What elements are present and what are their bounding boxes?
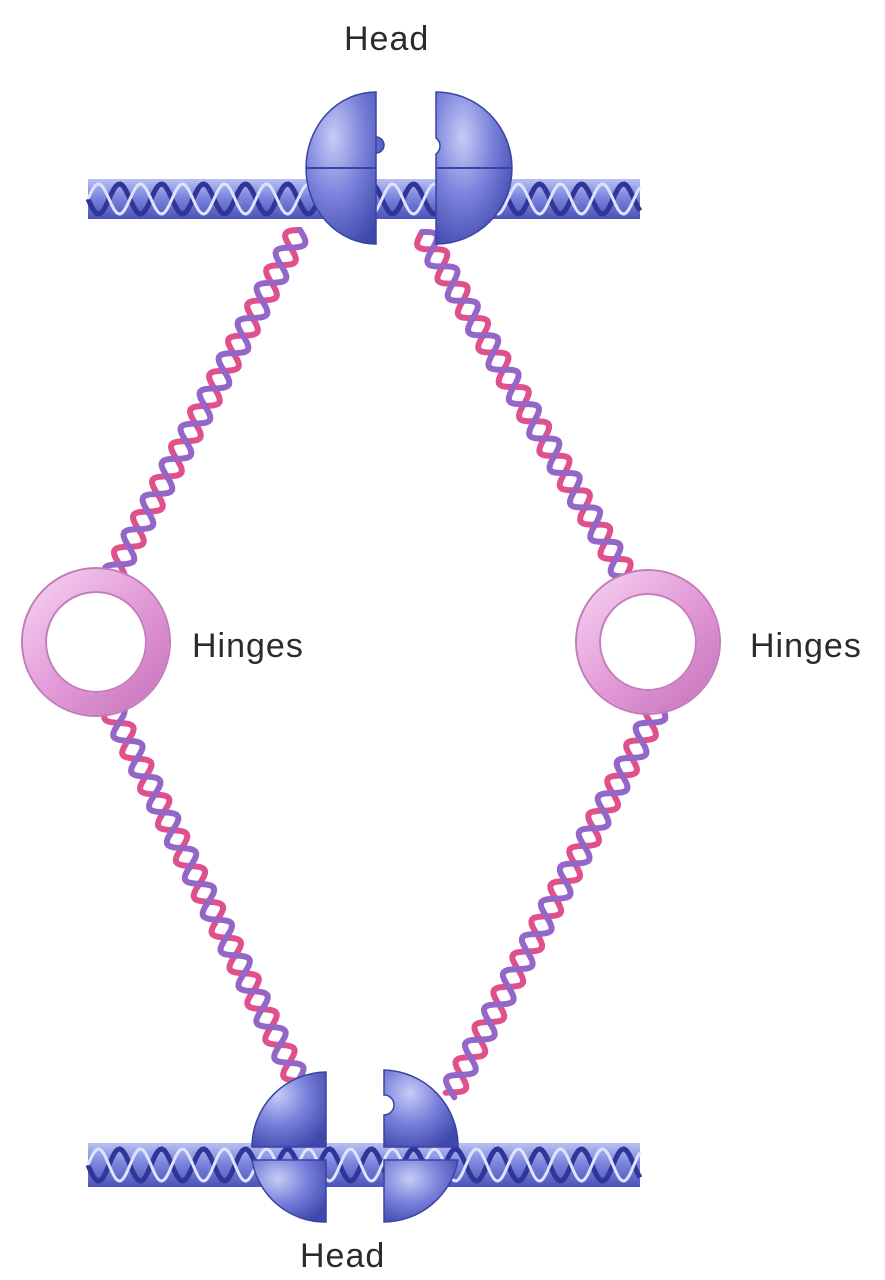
hinge-right-ring [588, 582, 708, 702]
hinge-left-ring [34, 580, 158, 704]
head-top [306, 92, 512, 244]
dna-bottom [88, 1143, 640, 1187]
hinge-right-outline-inner [600, 594, 696, 690]
hinge-left [22, 568, 170, 716]
coil-bottom-left-strand-b [110, 705, 304, 1088]
head-bottom-left-lower [252, 1160, 326, 1222]
hinge-left-label: Hinges [192, 627, 304, 666]
hinge-right-label: Hinges [750, 627, 862, 666]
head-bottom-label: Head [300, 1237, 385, 1276]
hinge-left-outline-inner [46, 592, 146, 692]
hinge-right [576, 570, 720, 714]
head-bottom-right-lower [384, 1160, 458, 1222]
head-top-label: Head [344, 20, 429, 59]
head-bottom-left [252, 1072, 326, 1147]
